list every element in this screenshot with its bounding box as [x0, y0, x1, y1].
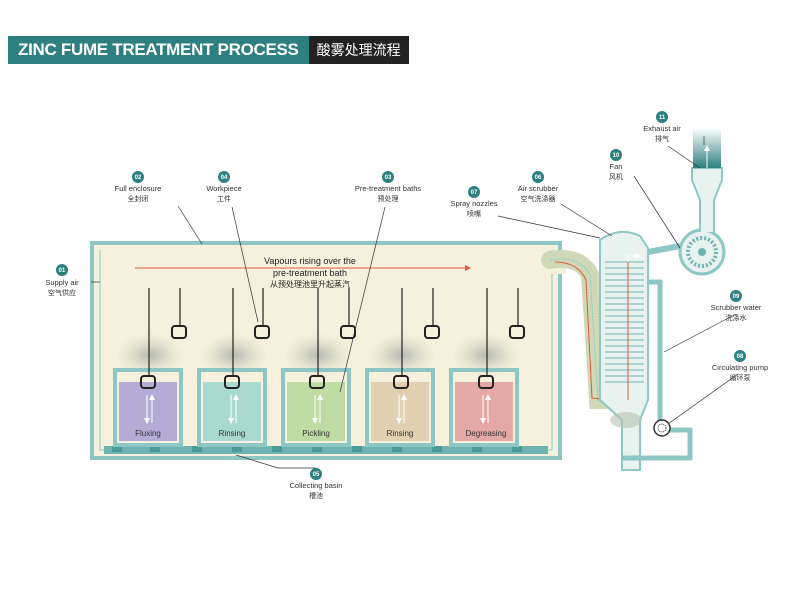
tank-rinsing-1: [197, 333, 268, 447]
vapour-text-2: pre-treatment bath: [273, 268, 347, 278]
callout-10-label: Fan: [610, 162, 623, 171]
title-bar: ZINC FUME TREATMENT PROCESS 酸雾处理流程: [8, 36, 409, 64]
callout-09: 09 Scrubber water 洗涤水: [711, 290, 762, 322]
callout-11-cn: 排气: [655, 134, 669, 143]
tank-label-rinsing-1: Rinsing: [219, 429, 246, 438]
callout-07: 07 Spray nozzles 喷嘴: [450, 186, 498, 218]
svg-text:02: 02: [135, 175, 142, 181]
callout-08-cn: 循环泵: [730, 373, 751, 382]
callout-05: 05 Collecting basin 槽池: [290, 468, 343, 500]
callout-06-cn: 空气洗涤器: [521, 194, 556, 203]
page-title-cn: 酸雾处理流程: [308, 36, 409, 64]
vapour-text-1: Vapours rising over the: [264, 256, 356, 266]
tank-pickling: [281, 333, 352, 447]
svg-text:03: 03: [385, 175, 392, 181]
callout-03-cn: 预处理: [378, 194, 399, 203]
svg-text:06: 06: [535, 175, 542, 181]
callout-02-cn: 全封闭: [128, 194, 149, 203]
callout-04: 04 Workpiece 工件: [206, 171, 242, 203]
callout-04-cn: 工件: [217, 194, 231, 203]
workpiece-hangers: [140, 288, 525, 389]
callout-05-cn: 槽池: [309, 491, 323, 500]
svg-text:04: 04: [221, 175, 228, 181]
exhaust-duct: [541, 250, 621, 409]
callout-09-cn: 洗涤水: [726, 313, 747, 322]
callout-08: 08 Circulating pump 循环泵: [712, 350, 768, 382]
fan: [647, 228, 726, 276]
callout-04-label: Workpiece: [206, 184, 241, 193]
callout-01-label: Supply air: [45, 278, 79, 287]
callout-01-cn: 空气供应: [48, 288, 76, 297]
air-scrubber: [599, 230, 649, 471]
scrubber-water-loop: [622, 279, 693, 461]
callout-06-label: Air scrubber: [518, 184, 559, 193]
svg-text:11: 11: [659, 115, 666, 121]
callout-03: 03 Pre-treatment baths 预处理: [355, 171, 422, 203]
callout-07-label: Spray nozzles: [450, 199, 497, 208]
callout-11-label: Exhaust air: [643, 124, 681, 133]
page-title: ZINC FUME TREATMENT PROCESS: [8, 36, 309, 64]
tank-label-pickling: Pickling: [302, 429, 330, 438]
svg-text:07: 07: [471, 190, 478, 196]
svg-text:10: 10: [613, 153, 620, 159]
svg-text:01: 01: [59, 268, 66, 274]
collecting-basin: [104, 446, 548, 454]
tank-label-fluxing: Fluxing: [135, 429, 161, 438]
callout-03-label: Pre-treatment baths: [355, 184, 422, 193]
tank-degreasing: [449, 333, 520, 447]
tank-label-rinsing-2: Rinsing: [387, 429, 414, 438]
callout-11: 11 Exhaust air 排气: [643, 111, 681, 143]
tank-label-degreasing: Degreasing: [466, 429, 507, 438]
callout-10-cn: 风机: [609, 172, 623, 181]
callout-02-label: Full enclosure: [115, 184, 162, 193]
callout-leaders: [91, 136, 739, 469]
callout-09-label: Scrubber water: [711, 303, 762, 312]
svg-text:05: 05: [313, 472, 320, 478]
tank-fluxing: [113, 333, 184, 447]
exhaust-stack: [691, 128, 723, 232]
callout-02: 02 Full enclosure 全封闭: [115, 171, 162, 203]
svg-text:09: 09: [733, 294, 740, 300]
callout-10: 10 Fan 风机: [609, 149, 623, 181]
callout-05-label: Collecting basin: [290, 481, 343, 490]
callout-07-cn: 喷嘴: [467, 209, 481, 218]
callout-06: 06 Air scrubber 空气洗涤器: [518, 171, 559, 203]
callout-08-label: Circulating pump: [712, 363, 768, 372]
vapour-text-cn: 从预处理池里升起蒸汽: [270, 279, 350, 289]
callout-01: 01 Supply air 空气供应: [45, 264, 79, 297]
svg-text:08: 08: [737, 354, 744, 360]
